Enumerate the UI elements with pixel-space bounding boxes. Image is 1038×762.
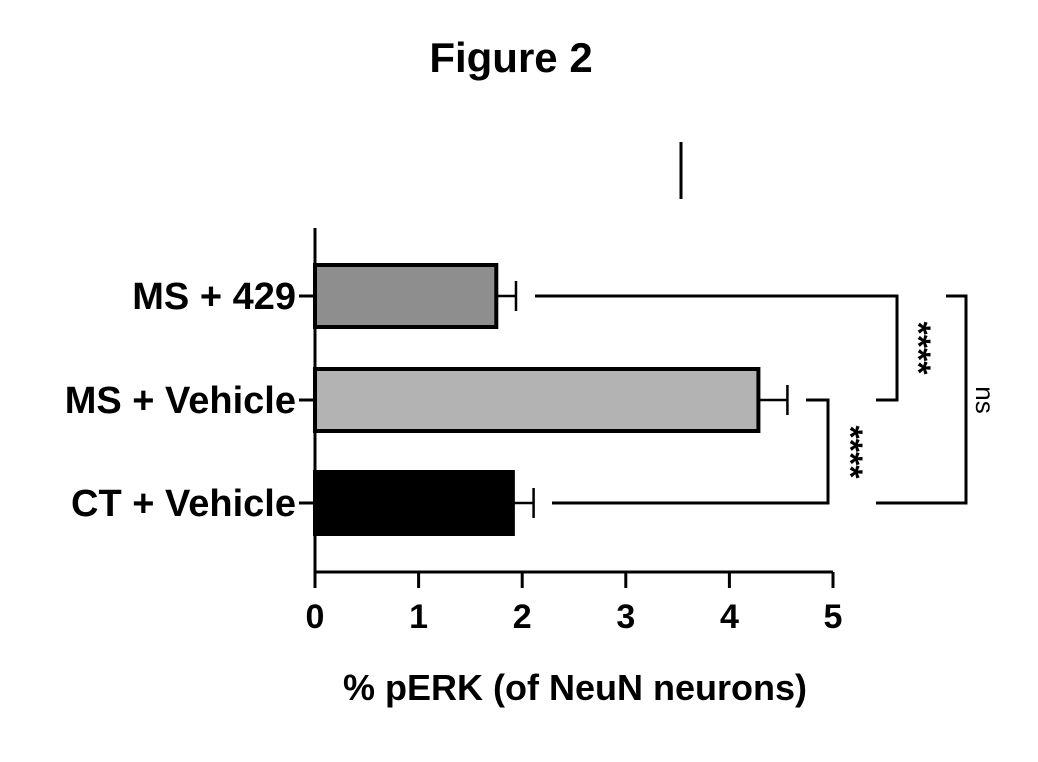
x-tick-label: 1 <box>409 598 428 636</box>
bar <box>313 367 761 433</box>
x-tick-label: 0 <box>306 598 325 636</box>
significance-label: **** <box>831 426 869 480</box>
category-label: CT + Vehicle <box>71 483 296 525</box>
x-axis-title: % pERK (of NeuN neurons) <box>343 667 807 708</box>
x-tick-label: 5 <box>824 598 843 636</box>
x-tick-label: 4 <box>720 598 739 636</box>
significance-bracket <box>535 294 899 402</box>
x-tick-label: 2 <box>513 598 532 636</box>
significance-label: **** <box>899 322 937 376</box>
bar <box>313 470 515 536</box>
category-label: MS + 429 <box>132 276 296 318</box>
significance-bracket <box>876 294 968 505</box>
significance-label: ns <box>970 386 1000 413</box>
chart-title: Figure 2 <box>429 34 592 81</box>
plot-area: 0 1 2 3 4 5 MS + 429 MS + Vehicle CT + Vehicle **… <box>65 228 1000 636</box>
x-tick-label: 3 <box>616 598 635 636</box>
bar <box>313 263 499 329</box>
category-label: MS + Vehicle <box>65 380 296 422</box>
significance-bracket <box>552 398 830 505</box>
